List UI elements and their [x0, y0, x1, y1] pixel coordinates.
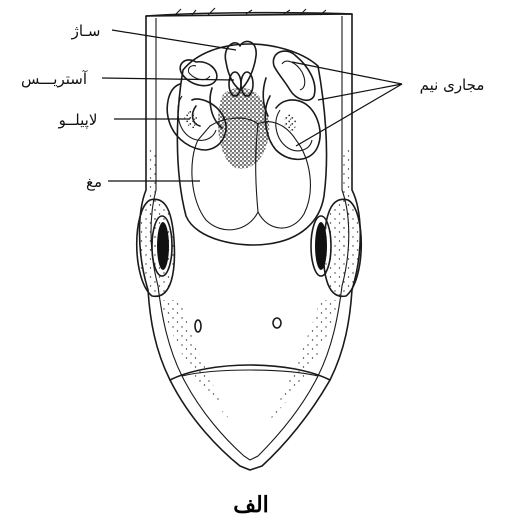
- label-astris: آستریـــس: [21, 70, 88, 88]
- left-semicircular-canals: [167, 60, 226, 150]
- leader-canal-3: [296, 84, 402, 146]
- label-semicircular-canals: مجاری نیم: [420, 76, 485, 94]
- leader-saz: [112, 30, 236, 50]
- right-semicircular-canals: [263, 51, 320, 159]
- leader-canal-1: [292, 62, 402, 84]
- leader-astris: [102, 78, 234, 80]
- label-saz: سـاژ: [71, 22, 101, 40]
- label-magh: مغ: [86, 173, 102, 191]
- label-lapilo: لاپیلــو: [58, 111, 98, 130]
- left-eye: [137, 199, 175, 296]
- figure-caption: الف: [233, 492, 269, 518]
- right-nostril: [273, 318, 281, 328]
- left-nostril: [195, 320, 201, 332]
